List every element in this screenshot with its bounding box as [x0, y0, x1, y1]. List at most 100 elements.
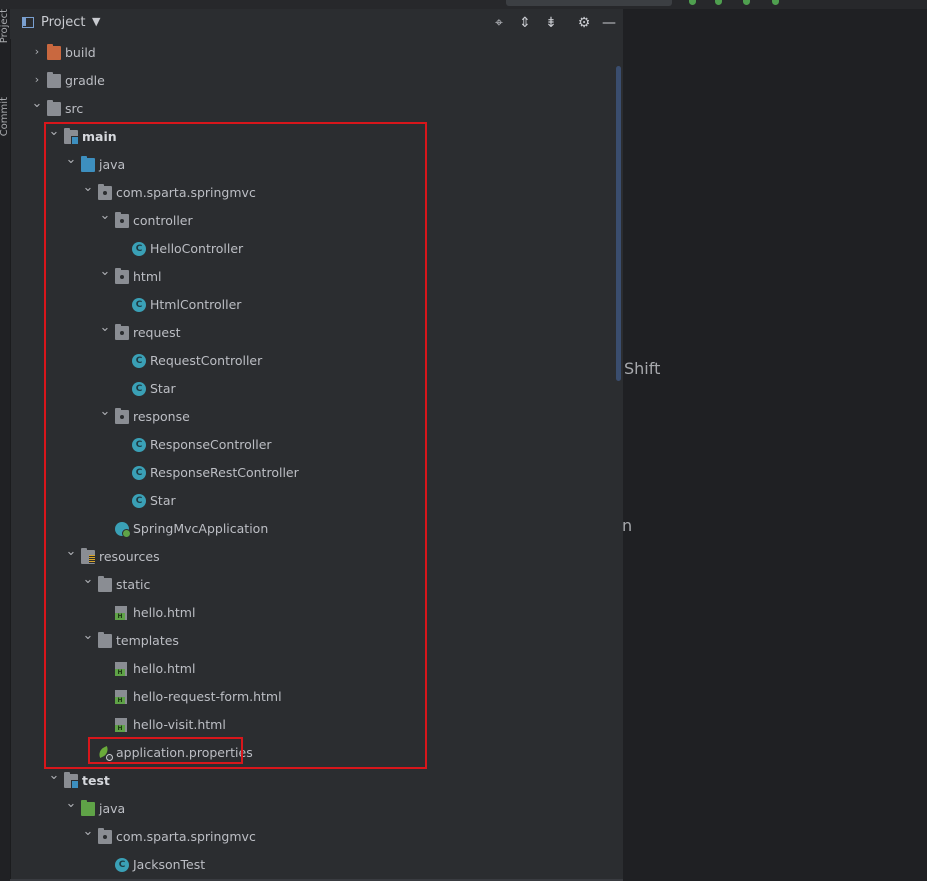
chevron-down-icon[interactable]: ⌄ [82, 572, 94, 587]
expand-all-icon[interactable]: ⇕ [519, 15, 531, 31]
project-icon [22, 17, 34, 28]
editor-pane: Shift n [622, 9, 927, 881]
module-folder-icon [64, 772, 79, 789]
tree-row[interactable]: ⌄ main [10, 123, 623, 151]
debug-icon[interactable] [715, 0, 722, 5]
run-icon[interactable] [689, 0, 696, 5]
chevron-down-icon[interactable]: ⌄ [99, 404, 111, 419]
tree-row[interactable]: ›build [10, 39, 623, 67]
class-icon: C [132, 298, 146, 312]
chevron-right-icon[interactable]: › [34, 73, 40, 86]
chevron-down-icon[interactable]: ⌄ [48, 124, 60, 139]
tree-item-label: hello-visit.html [133, 717, 226, 732]
tree-item-label: JacksonTest [133, 857, 206, 872]
tree-row[interactable]: ⌄ controller [10, 207, 623, 235]
tree-row[interactable]: ⌄response [10, 403, 623, 431]
tree-item-label: gradle [65, 73, 105, 88]
coverage-icon[interactable] [743, 0, 750, 5]
run-config-tab[interactable] [506, 0, 672, 6]
tree-row[interactable]: ⌄ com.sparta.springmvc [10, 823, 623, 851]
class-letter: C [135, 384, 143, 394]
tree-row[interactable]: ⌄src [10, 95, 623, 123]
class-icon: C [132, 494, 146, 508]
chevron-down-icon[interactable]: ⌄ [65, 544, 77, 559]
tree-item-label: application.properties [116, 745, 253, 760]
tree-row[interactable]: ⌄java [10, 795, 623, 823]
chevron-down-icon[interactable]: ⌄ [65, 152, 77, 167]
tree-row[interactable]: hello-visit.html [10, 711, 623, 739]
properties-file-icon [98, 746, 113, 761]
tree-row[interactable]: C ResponseRestController [10, 459, 623, 487]
tree-row[interactable]: C HelloController [10, 235, 623, 263]
vertical-scrollbar[interactable] [616, 66, 621, 381]
package-icon [98, 828, 112, 844]
tree-row[interactable]: ⌄static [10, 571, 623, 599]
chevron-right-icon[interactable]: › [34, 45, 40, 58]
html-file-icon [115, 606, 127, 620]
project-toolwindow-header: Project ▼ ⌖ ⇕ ⇟ ⚙ — [10, 9, 623, 39]
tree-row[interactable]: C JacksonTest [10, 851, 623, 879]
tree-item-label: hello.html [133, 661, 196, 676]
chevron-down-icon[interactable]: ⌄ [48, 768, 60, 783]
tree-row[interactable]: ⌄request [10, 319, 623, 347]
highlight-main-box [44, 122, 427, 769]
shortcut-hint-fragment: n [622, 516, 633, 535]
package-icon [115, 408, 129, 424]
tree-item-label: main [82, 129, 117, 144]
chevron-down-icon[interactable]: ⌄ [99, 208, 111, 223]
folder-gray-icon [98, 576, 112, 592]
tree-item-label: com.sparta.springmvc [116, 185, 256, 200]
html-file-icon [115, 662, 127, 676]
chevron-down-icon[interactable]: ⌄ [99, 320, 111, 335]
tree-row[interactable]: ⌄ html [10, 263, 623, 291]
tree-item-label: HelloController [150, 241, 244, 256]
tree-row[interactable]: ⌄java [10, 151, 623, 179]
tree-item-label: hello.html [133, 605, 196, 620]
class-letter: C [135, 244, 143, 254]
tree-item-label: controller [133, 213, 193, 228]
tree-item-label: com.sparta.springmvc [116, 829, 256, 844]
folder-gray-icon [47, 100, 61, 116]
tree-item-label: html [133, 269, 162, 284]
locate-icon[interactable]: ⌖ [495, 15, 503, 31]
tree-row[interactable]: › gradle [10, 67, 623, 95]
toolwindow-title[interactable]: Project [41, 15, 86, 30]
chevron-down-icon[interactable]: ▼ [92, 15, 101, 28]
chevron-down-icon[interactable]: ⌄ [82, 628, 94, 643]
chevron-down-icon[interactable]: ⌄ [99, 264, 111, 279]
class-letter: C [135, 468, 143, 478]
chevron-down-icon[interactable]: ⌄ [82, 824, 94, 839]
tree-row[interactable]: hello.html [10, 599, 623, 627]
tree-row[interactable]: ⌄ com.sparta.springmvc [10, 179, 623, 207]
class-letter: C [135, 356, 143, 366]
module-folder-icon [64, 128, 79, 145]
tree-item-label: ResponseRestController [150, 465, 299, 480]
minimize-icon[interactable]: — [602, 15, 616, 31]
package-icon [115, 212, 129, 228]
chevron-down-icon[interactable]: ⌄ [82, 180, 94, 195]
profile-icon[interactable] [772, 0, 779, 5]
tree-row[interactable]: hello-request-form.html [10, 683, 623, 711]
tree-row[interactable]: hello.html [10, 655, 623, 683]
tree-row[interactable]: ⌄resources [10, 543, 623, 571]
highlight-properties-box [88, 737, 243, 764]
collapse-all-icon[interactable]: ⇟ [545, 15, 557, 31]
gear-icon[interactable]: ⚙ [577, 15, 591, 31]
tree-row[interactable]: ⌄test [10, 767, 623, 795]
package-icon [115, 324, 129, 340]
class-icon: C [132, 438, 146, 452]
class-letter: C [135, 440, 143, 450]
chevron-down-icon[interactable]: ⌄ [65, 796, 77, 811]
tree-row[interactable]: SpringMvcApplication [10, 515, 623, 543]
tree-row[interactable]: application.properties [10, 739, 623, 767]
tree-row[interactable]: ⌄templates [10, 627, 623, 655]
class-letter: C [118, 860, 126, 870]
html-file-icon [115, 690, 127, 704]
chevron-down-icon[interactable]: ⌄ [31, 96, 43, 111]
class-icon: C [132, 242, 146, 256]
